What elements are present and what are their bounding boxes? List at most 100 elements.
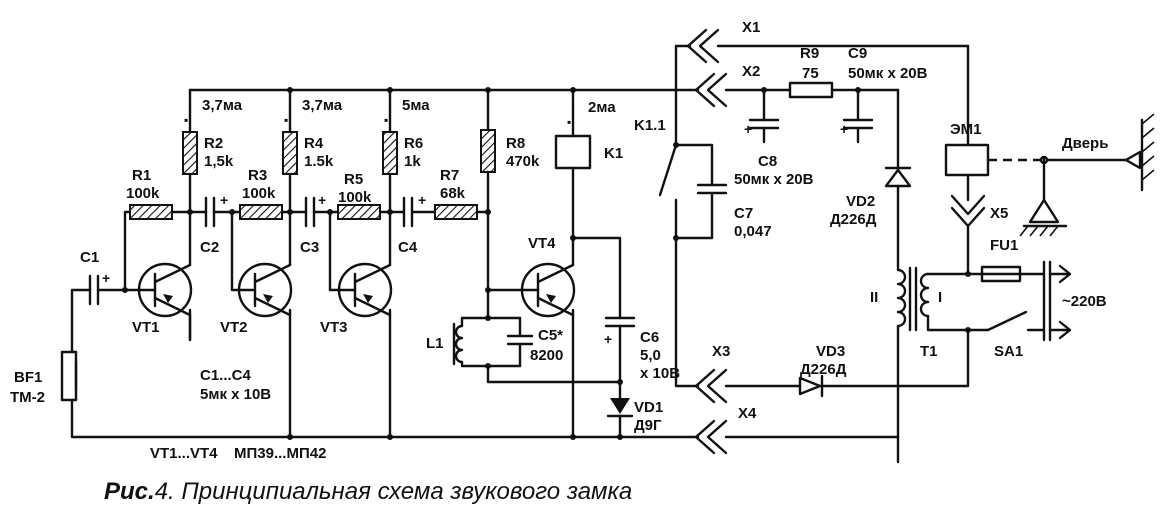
r9-label: R9 — [800, 45, 819, 62]
r9-value: 75 — [802, 65, 819, 82]
ground-rail — [70, 308, 692, 440]
transistor-note-1: VT1...VT4 — [150, 445, 218, 462]
r5-value: 100k — [338, 189, 372, 206]
l1-label: L1 — [426, 335, 444, 352]
t1-label: T1 — [920, 343, 938, 360]
mains-label: ~220B — [1062, 293, 1107, 310]
vd2-label: VD2 — [846, 193, 875, 210]
diode-vd1 — [606, 398, 634, 439]
r1-label: R1 — [132, 167, 151, 184]
x3-label: X3 — [712, 343, 730, 360]
svg-text:▪: ▪ — [284, 113, 288, 127]
transistor-vt1 — [122, 209, 193, 342]
svg-text:+: + — [318, 192, 326, 208]
c6-label: C6 — [640, 329, 659, 346]
c5-value: 8200 — [530, 347, 563, 364]
door-mechanism — [1019, 113, 1155, 237]
r3-label: R3 — [248, 167, 267, 184]
resistor-r5 — [328, 204, 392, 220]
transistor-note-2: МП39...МП42 — [234, 445, 326, 462]
r6-value: 1k — [404, 153, 421, 170]
current-label-3: 5ма — [402, 97, 430, 114]
resistor-r1 — [123, 204, 192, 292]
r5-label: R5 — [344, 171, 363, 188]
transistor-vt2 — [229, 209, 293, 318]
fuse-fu1 — [966, 265, 1046, 283]
capacitor-c3: + — [288, 192, 332, 228]
resistor-r4: ▪ — [282, 110, 298, 214]
r6-label: R6 — [404, 135, 423, 152]
connector-x1 — [674, 28, 970, 147]
c8-label: C8 — [758, 153, 777, 170]
resistor-r9 — [788, 81, 900, 99]
svg-text:+: + — [102, 270, 110, 286]
r1-value: 100k — [126, 185, 160, 202]
svg-text:+: + — [840, 121, 848, 137]
connector-x3 — [674, 368, 802, 404]
r8-value: 470k — [506, 153, 540, 170]
svg-text:▪: ▪ — [567, 115, 571, 129]
c2-label: C2 — [200, 239, 219, 256]
connector-x5 — [950, 194, 986, 277]
caption-prefix: Рис. — [104, 478, 155, 505]
svg-text:▪: ▪ — [184, 113, 188, 127]
k11-label: K1.1 — [634, 117, 666, 134]
connector-x4 — [688, 419, 900, 455]
vt2-label: VT2 — [220, 319, 248, 336]
svg-text:+: + — [604, 331, 612, 347]
c8-value: 50мк x 20B — [734, 171, 814, 188]
k1-label: K1 — [604, 145, 623, 162]
caption-number: 4 — [154, 478, 169, 505]
vd3-label: VD3 — [816, 343, 845, 360]
transformer-t1 — [896, 266, 970, 464]
r2-label: R2 — [204, 135, 223, 152]
resistor-r6: ▪ — [382, 110, 398, 214]
r4-value: 1.5k — [304, 153, 334, 170]
svg-text:▪: ▪ — [384, 113, 388, 127]
sa1-label: SA1 — [994, 343, 1023, 360]
capacitor-note-2: 5мк x 10B — [200, 386, 271, 403]
svg-text:+: + — [418, 192, 426, 208]
capacitor-c1: + — [88, 270, 127, 306]
transistor-vt3 — [327, 209, 393, 318]
current-label-1: 3,7ма — [202, 97, 243, 114]
svg-text:+: + — [220, 192, 228, 208]
em1-label: ЭМ1 — [950, 121, 982, 138]
t1-winding-2: II — [870, 289, 878, 306]
mains-plug — [1042, 260, 1072, 342]
transistor-vt4 — [485, 166, 622, 320]
c3-label: C3 — [300, 239, 319, 256]
bf1-label: BF1 — [14, 369, 42, 386]
x4-label: X4 — [738, 405, 757, 422]
r2-value: 1,5k — [204, 153, 234, 170]
r4-label: R4 — [304, 135, 324, 152]
resistor-r2: ▪ — [182, 110, 198, 214]
switch-sa1 — [965, 310, 1046, 333]
r7-label: R7 — [440, 167, 459, 184]
connector-x2 — [688, 72, 792, 108]
current-label-4: 2ма — [588, 99, 616, 116]
capacitor-c2: + — [188, 192, 234, 228]
fu1-label: FU1 — [990, 237, 1018, 254]
c1-label: C1 — [80, 249, 99, 266]
vt1-label: VT1 — [132, 319, 160, 336]
vd1-label: VD1 — [634, 399, 663, 416]
vd1-value: Д9Г — [634, 417, 662, 434]
c9-value: 50мк x 20B — [848, 65, 928, 82]
vt3-label: VT3 — [320, 319, 348, 336]
r7-value: 68k — [440, 185, 466, 202]
c6-value-2: x 10B — [640, 365, 680, 382]
c9-label: C9 — [848, 45, 867, 62]
x1-label: X1 — [742, 19, 760, 36]
diode-vd3 — [798, 328, 970, 398]
x5-label: X5 — [990, 205, 1008, 222]
vd2-value: Д226Д — [830, 211, 877, 228]
r8-label: R8 — [506, 135, 525, 152]
resistor-r8 — [480, 129, 496, 292]
door-label: Дверь — [1062, 135, 1108, 152]
current-label-2: 3,7ма — [302, 97, 343, 114]
capacitor-note-1: C1...C4 — [200, 367, 252, 384]
tank-circuit-l1-c5 — [452, 288, 623, 385]
svg-text:+: + — [744, 121, 752, 137]
bf1-value: TM-2 — [10, 389, 45, 406]
